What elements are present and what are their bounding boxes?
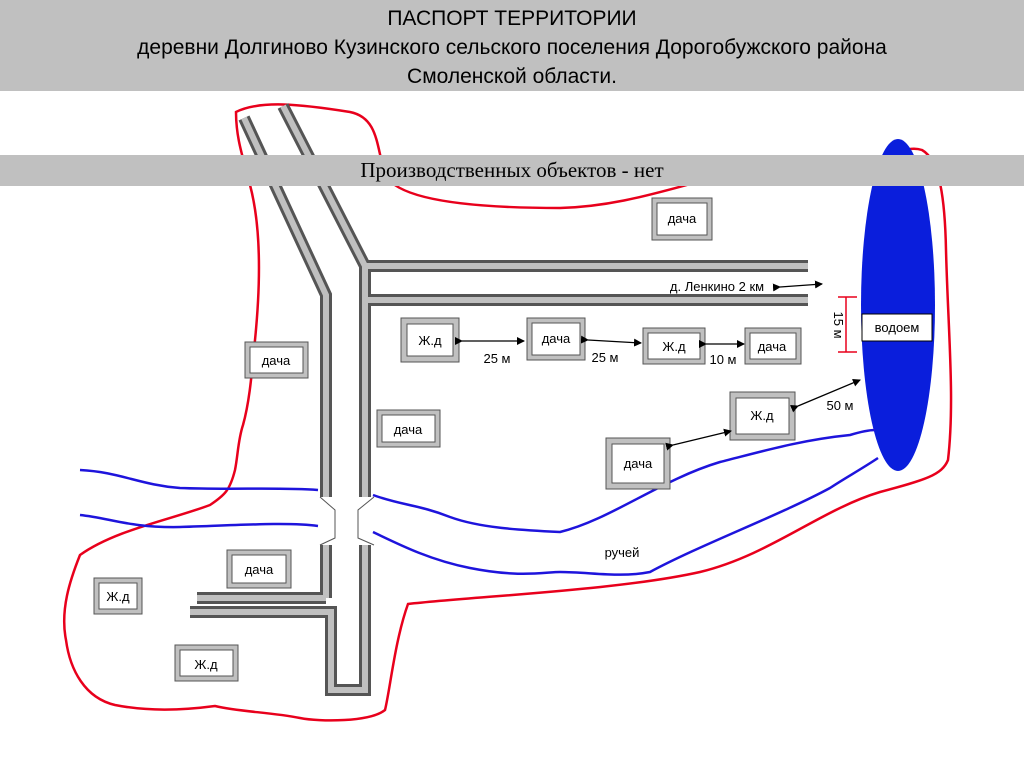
road-fill [190, 104, 808, 693]
dacha-right-label: дача [758, 339, 787, 354]
production-objects-text: Производственных объектов - нет [360, 158, 664, 182]
stream-label: ручей [605, 545, 640, 560]
distance-10: 10 м [709, 352, 736, 367]
stream-north-bank [372, 428, 876, 534]
house-bottom-left-label: Ж.д [106, 589, 130, 604]
stream [79, 428, 879, 576]
house-right-label: Ж.д [750, 408, 774, 423]
road-network [190, 103, 808, 696]
stream-lower-bank [79, 513, 319, 529]
dacha-left-label: дача [262, 353, 291, 368]
distance-25-left: 25 м [483, 351, 510, 366]
stream-upper-bank [79, 468, 319, 492]
dimension-15m [838, 296, 857, 353]
header-region-line: Смоленской области. [407, 65, 617, 88]
distance-15: 15 м [831, 311, 846, 338]
house-row-left-label: Ж.д [418, 333, 442, 348]
pond-label: водоем [875, 320, 920, 335]
dacha-left: дача [244, 341, 309, 379]
house-bottom-label: Ж.д [194, 657, 218, 672]
distance-50: 50 м [826, 398, 853, 413]
arrow-lenkino [772, 280, 823, 292]
distance-arrows [455, 280, 861, 451]
production-objects-banner: Производственных объектов - нет [0, 155, 1024, 186]
arrow-house-dacha [665, 428, 732, 451]
house-row-left: Ж.д [400, 317, 460, 363]
lenkino-label: д. Ленкино 2 км [670, 279, 764, 294]
dacha-bottom: дача [226, 549, 292, 589]
house-right: Ж.д [729, 391, 796, 441]
dacha-top: дача [651, 197, 713, 241]
village-boundary [62, 103, 953, 722]
arrow-25-right [580, 335, 642, 347]
house-row-mid-label: Ж.д [662, 339, 686, 354]
dacha-right: дача [744, 327, 802, 365]
buildings: дача дача дача Ж.д дача Ж.д [93, 197, 802, 682]
house-bottom-left: Ж.д [93, 577, 143, 615]
dacha-row: дача [526, 317, 586, 361]
distance-25-right: 25 м [591, 350, 618, 365]
arrow-50 [789, 379, 861, 413]
dacha-mid-left-label: дача [394, 422, 423, 437]
dacha-top-label: дача [668, 211, 697, 226]
pond [861, 139, 935, 471]
house-bottom: Ж.д [174, 644, 239, 682]
dacha-bottom-label: дача [245, 562, 274, 577]
road-main [190, 103, 808, 696]
pond-label-box [861, 313, 933, 342]
dacha-row-label: дача [542, 331, 571, 346]
page-header: ПАСПОРТ ТЕРРИТОРИИ деревни Долгиново Куз… [0, 0, 1024, 91]
dacha-lower-label: дача [624, 456, 653, 471]
dacha-mid-left: дача [376, 409, 441, 448]
header-subtitle-line: деревни Долгиново Кузинского сельского п… [137, 36, 887, 59]
stream-south-bank [372, 456, 879, 576]
header-title: ПАСПОРТ ТЕРРИТОРИИ [387, 7, 637, 30]
bridge-outline [319, 496, 375, 546]
dacha-lower: дача [605, 437, 671, 490]
house-row-mid: Ж.д [642, 327, 706, 365]
